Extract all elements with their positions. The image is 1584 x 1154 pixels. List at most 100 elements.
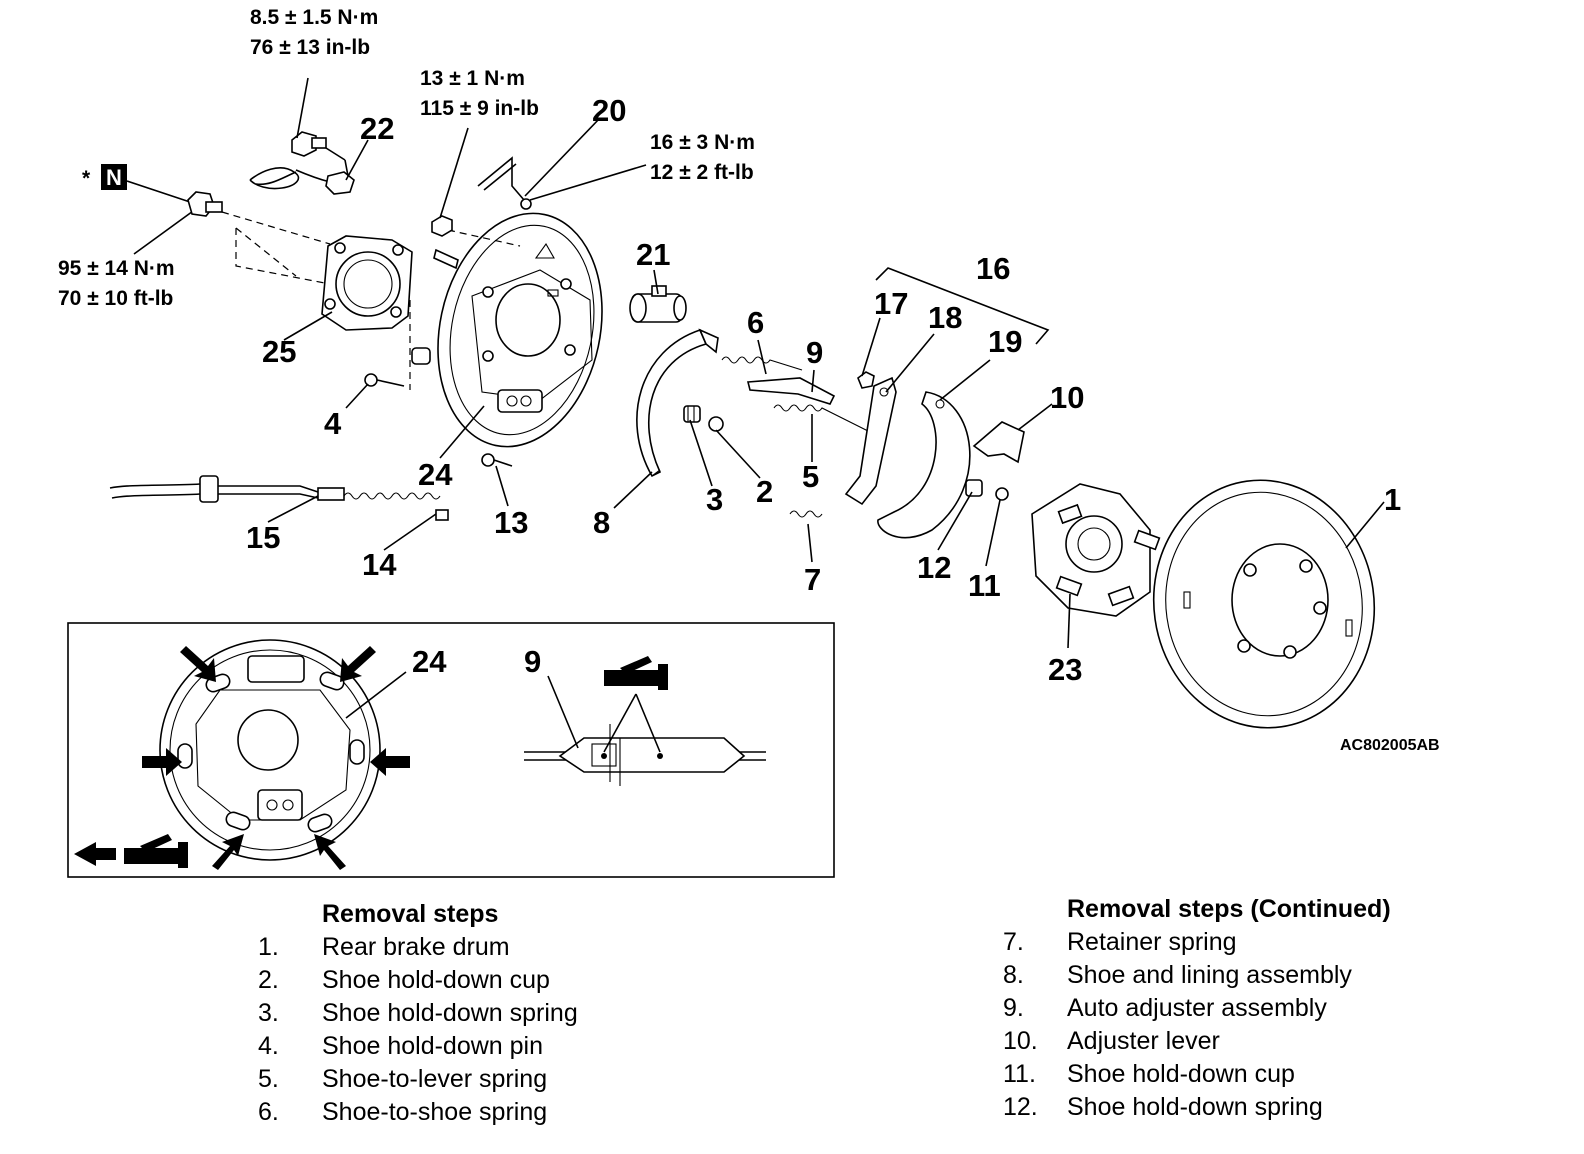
torque-nm-13: 13 ± 1 N·m	[420, 67, 525, 90]
brake-line	[477, 117, 647, 210]
list-item: 2.Shoe hold-down cup	[258, 966, 550, 994]
group-16-bracket	[875, 267, 1050, 345]
torque-inlb-115: 115 ± 9 in-lb	[420, 97, 539, 120]
inset-callout-9: 9	[524, 644, 541, 679]
list-item: 6.Shoe-to-shoe spring	[258, 1098, 548, 1126]
callout-17: 17	[874, 286, 908, 321]
callout-25: 25	[262, 334, 296, 369]
hold-down-spring-3	[683, 405, 701, 423]
callout-21: 21	[636, 237, 670, 272]
auto-adjuster	[746, 377, 836, 405]
new-part-leader	[126, 180, 197, 205]
adjuster-lever	[972, 421, 1025, 464]
callout-11: 11	[968, 568, 1001, 603]
mounting-plate	[321, 235, 413, 331]
torque-95-leader	[133, 205, 201, 255]
torque-spec-13: 13 ± 1 N·m 115 ± 9 in-lb	[420, 67, 539, 120]
inset-adjuster-detail	[524, 675, 766, 786]
inset-24-leader	[345, 671, 407, 719]
callout-3: 3	[706, 482, 723, 517]
clip-17	[857, 371, 875, 389]
list-item: 4.Shoe hold-down pin	[258, 1032, 543, 1060]
callout-7: 7	[804, 562, 821, 597]
callout-labels: 1 2 3 4 5 6 7 8 9 10 11 12 13 14 15 16 1…	[246, 93, 1401, 687]
hold-down-spring-12	[965, 479, 983, 497]
torque-ftlb-70: 70 ± 10 ft-lb	[58, 287, 173, 310]
torque-nm-95: 95 ± 14 N·m	[58, 257, 175, 280]
torque-spec-8-5: 8.5 ± 1.5 N·m 76 ± 13 in-lb	[250, 6, 378, 59]
new-part-badge	[101, 164, 127, 190]
torque-nm-8-5: 8.5 ± 1.5 N·m	[250, 6, 378, 29]
callout-22: 22	[360, 111, 394, 146]
hold-down-cup-11	[995, 487, 1009, 501]
list-item: 8.Shoe and lining assembly	[1003, 961, 1352, 989]
inset-panel: 24 9	[67, 622, 835, 878]
callout-4: 4	[324, 406, 342, 441]
callout-6: 6	[747, 305, 764, 340]
callout-14: 14	[362, 547, 397, 582]
stud-part	[433, 248, 459, 270]
axle-bolt	[187, 191, 223, 217]
torque-spec-95: 95 ± 14 N·m 70 ± 10 ft-lb	[58, 257, 175, 310]
align-line-1	[221, 211, 331, 245]
align-line-5	[447, 229, 521, 247]
asterisk-mark: *	[82, 167, 91, 190]
hold-down-pin-13	[481, 453, 513, 467]
plug-part	[411, 347, 431, 365]
callout-2: 2	[756, 474, 773, 509]
wheel-hub	[1031, 483, 1161, 617]
callout-23: 23	[1048, 652, 1082, 687]
grease-icon	[604, 656, 668, 690]
sensor-bolt	[291, 77, 327, 157]
hold-down-cup-2	[708, 416, 724, 432]
figure-code: AC802005AB	[1340, 737, 1440, 754]
callout-15: 15	[246, 520, 280, 555]
brake-shoe-left	[636, 328, 719, 478]
callout-leaders	[267, 139, 1385, 649]
torque-nm-16: 16 ± 3 N·m	[650, 131, 755, 154]
backing-plate	[437, 212, 603, 448]
callout-24: 24	[418, 457, 453, 492]
brake-drum	[1152, 479, 1376, 729]
removal-steps-continued-title: Removal steps (Continued)	[1067, 895, 1391, 923]
list-item: 9.Auto adjuster assembly	[1003, 994, 1327, 1022]
grease-icon	[124, 834, 188, 868]
callout-12: 12	[917, 550, 951, 585]
torque-ftlb-12: 12 ± 2 ft-lb	[650, 161, 754, 184]
callout-10: 10	[1050, 380, 1084, 415]
list-item: 5.Shoe-to-lever spring	[258, 1065, 548, 1093]
align-line-3	[235, 227, 297, 277]
callout-9: 9	[806, 335, 823, 370]
list-item: 1.Rear brake drum	[258, 933, 510, 961]
list-item: 3.Shoe hold-down spring	[258, 999, 578, 1027]
callout-19: 19	[988, 324, 1022, 359]
inset-callout-24: 24	[412, 644, 447, 679]
bleeder-bolt	[431, 127, 469, 237]
list-item: 10.Adjuster lever	[1003, 1027, 1220, 1055]
callout-18: 18	[928, 300, 962, 335]
shoe-to-lever-spring	[773, 404, 879, 437]
list-item: 7.Retainer spring	[1003, 928, 1237, 956]
torque-spec-16: 16 ± 3 N·m 12 ± 2 ft-lb	[650, 131, 755, 184]
callout-1: 1	[1384, 482, 1401, 517]
torque-inlb-76: 76 ± 13 in-lb	[250, 36, 370, 59]
list-item: 12.Shoe hold-down spring	[1003, 1093, 1323, 1121]
callout-8: 8	[593, 505, 610, 540]
callout-16: 16	[976, 251, 1010, 286]
wheel-cylinder	[629, 285, 687, 323]
removal-steps-continued: Removal steps (Continued) 7.Retainer spr…	[1003, 893, 1391, 1124]
parking-brake-cable	[109, 475, 449, 521]
removal-steps-title: Removal steps	[322, 900, 499, 928]
parking-lever	[844, 376, 897, 506]
list-item: 11.Shoe hold-down cup	[1003, 1060, 1295, 1088]
inset-arrows	[74, 646, 410, 870]
retainer-spring	[789, 510, 823, 518]
callout-5: 5	[802, 459, 819, 494]
callout-13: 13	[494, 505, 528, 540]
removal-steps: Removal steps 1.Rear brake drum 2.Shoe h…	[258, 898, 578, 1129]
hold-down-pin-4	[364, 373, 405, 387]
callout-20: 20	[592, 93, 626, 128]
new-part-letter: N	[106, 165, 122, 190]
align-line-2	[235, 228, 331, 285]
